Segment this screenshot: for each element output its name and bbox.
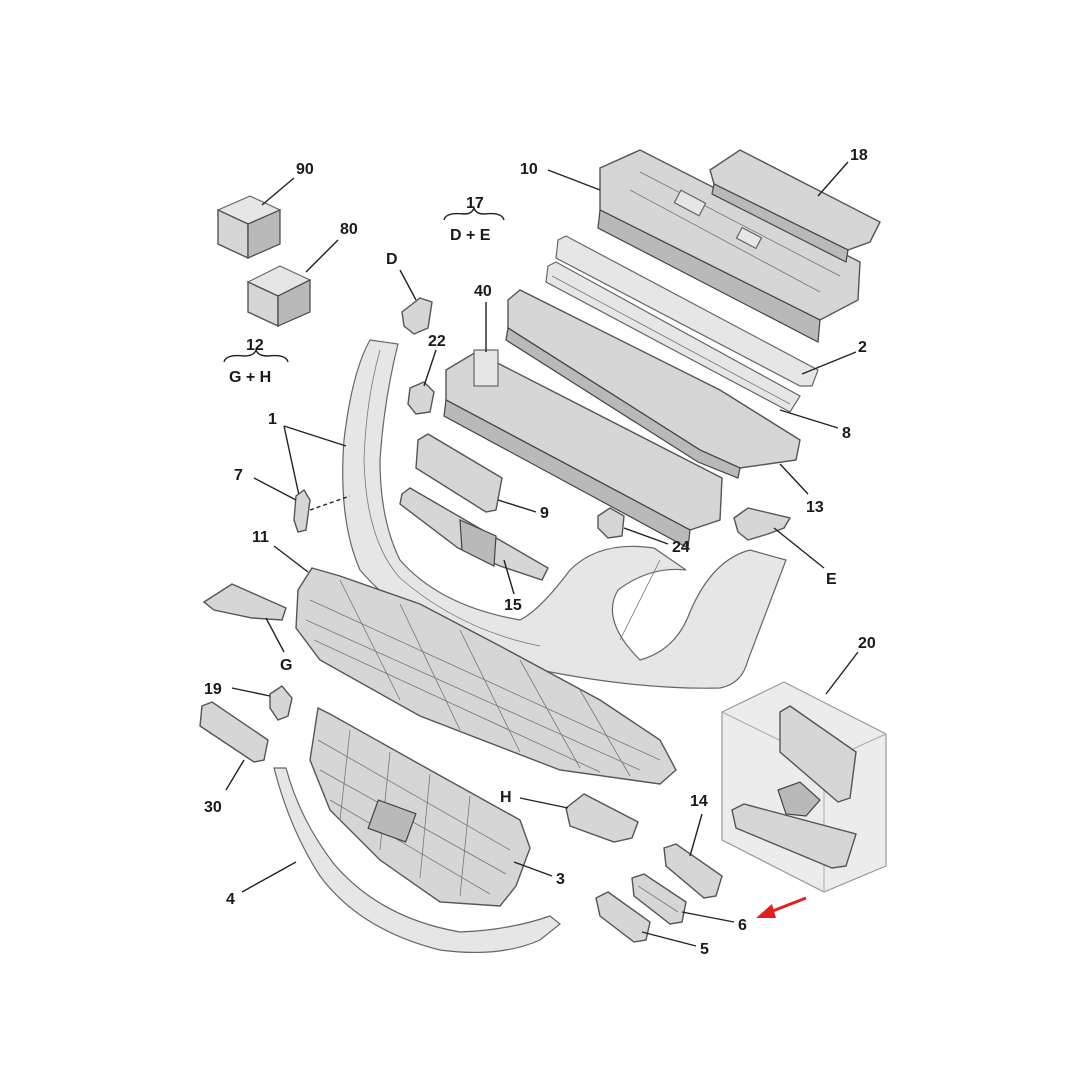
part-10-upper-carrier	[597, 149, 861, 343]
callout-3: 3	[556, 871, 565, 888]
callout-17: 17	[466, 195, 484, 212]
part-8-strip	[545, 261, 801, 413]
leader-E	[773, 527, 825, 569]
callout-80: 80	[340, 221, 358, 238]
part-9-bracket	[415, 433, 503, 513]
leader-4	[241, 861, 297, 893]
callout-2: 2	[858, 339, 867, 356]
leader-5	[641, 931, 697, 947]
leader-7-dashed	[309, 495, 351, 511]
part-H-bracket	[565, 793, 639, 843]
part-22-clip	[407, 381, 435, 415]
leader-1b	[283, 425, 301, 501]
leader-G	[265, 617, 285, 653]
leader-90	[261, 177, 295, 206]
callout-19: 19	[204, 681, 222, 698]
part-90-box	[216, 195, 282, 260]
leader-8	[779, 409, 839, 429]
leader-15	[503, 559, 515, 595]
callout-90: 90	[296, 161, 314, 178]
leader-6	[681, 911, 735, 923]
callout-G: G	[280, 657, 292, 674]
callout-E: E	[826, 571, 837, 588]
callout-9: 9	[540, 505, 549, 522]
part-3-upper-grille	[309, 706, 531, 907]
brace-17	[443, 205, 505, 221]
callout-5: 5	[700, 941, 709, 958]
leader-20	[825, 651, 859, 695]
part-14-insert	[663, 843, 723, 899]
leader-9	[497, 499, 537, 513]
brace-12	[223, 347, 289, 363]
callout-8: 8	[842, 425, 851, 442]
callout-14: 14	[690, 793, 708, 810]
leader-18	[817, 161, 849, 197]
leader-30	[225, 759, 245, 791]
callout-6: 6	[738, 917, 747, 934]
highlight-arrow-icon	[756, 896, 807, 918]
callout-11: 11	[252, 529, 269, 546]
callout-1: 1	[268, 411, 277, 428]
callout-30: 30	[204, 799, 222, 816]
callout-40: 40	[474, 283, 492, 300]
callout-13: 13	[806, 499, 824, 516]
part-G-bracket	[202, 583, 287, 621]
leader-3	[513, 861, 553, 877]
callout-10: 10	[520, 161, 538, 178]
callout-4: 4	[226, 891, 235, 908]
callout-H: H	[500, 789, 512, 806]
part-80-box	[246, 265, 312, 328]
part-2-strip	[555, 235, 819, 387]
part-20-kit-box	[721, 681, 887, 893]
leader-19	[231, 687, 271, 697]
part-40-beam	[443, 349, 723, 549]
callout-12-sub: G + H	[229, 369, 271, 386]
part-18-bracket	[709, 149, 881, 263]
part-4-grille-surround	[273, 767, 561, 954]
part-E-bracket	[733, 507, 792, 541]
part-15-strip	[399, 487, 549, 581]
part-19-clip	[269, 685, 293, 721]
part-6-grille-insert	[631, 873, 687, 925]
leader-7	[253, 477, 297, 501]
callout-17-sub: D + E	[450, 227, 491, 244]
part-13-absorber	[505, 289, 801, 479]
callout-D: D	[386, 251, 398, 268]
callout-15: 15	[504, 597, 522, 614]
leader-24	[623, 527, 669, 545]
part-30-cover	[199, 701, 269, 763]
part-24-clip	[597, 507, 625, 539]
leader-D	[399, 269, 417, 301]
leader-H	[519, 797, 569, 809]
part-11-lower-grille	[295, 567, 677, 785]
callout-20: 20	[858, 635, 876, 652]
leader-22	[423, 349, 437, 387]
leader-10	[547, 169, 601, 191]
leader-1a	[283, 425, 347, 447]
leader-80	[305, 239, 339, 273]
part-7-insert	[293, 488, 311, 533]
callout-18: 18	[850, 147, 868, 164]
leader-14	[689, 813, 703, 857]
callout-7: 7	[234, 467, 243, 484]
callout-22: 22	[428, 333, 446, 350]
callout-24: 24	[672, 539, 690, 556]
leader-13	[779, 463, 809, 495]
callout-12: 12	[246, 337, 264, 354]
leader-2	[801, 351, 857, 375]
part-D-clip	[401, 297, 433, 335]
leader-11	[273, 545, 309, 573]
part-5-cover	[595, 891, 651, 943]
